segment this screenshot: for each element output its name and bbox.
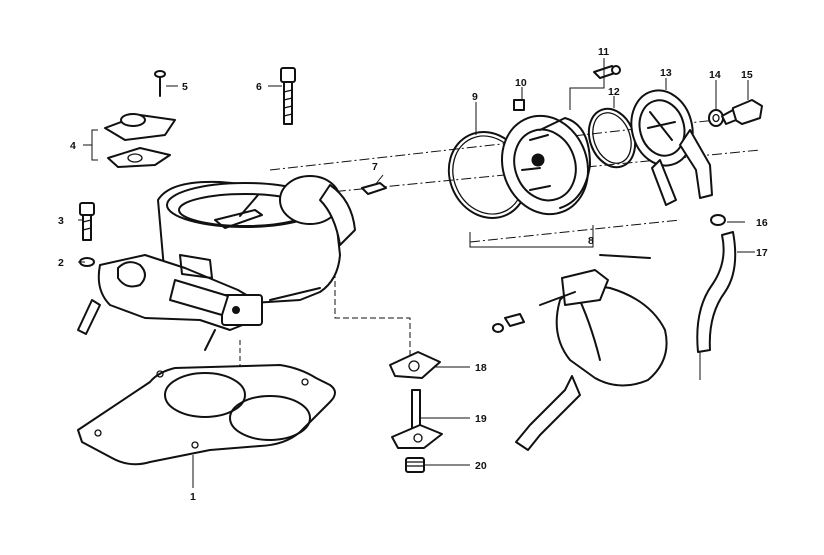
callout-11: 11 [598, 46, 609, 58]
callout-13: 13 [660, 67, 672, 79]
bolt-15-part [721, 99, 763, 125]
pump-rod-19-part [391, 389, 443, 449]
clamp-16-part [710, 214, 726, 226]
spring-20-part [405, 457, 425, 473]
washer-14-part [708, 109, 724, 127]
gasket-part [77, 364, 336, 466]
callout-3: 3 [58, 215, 64, 227]
bolt-6-part [280, 67, 296, 125]
callout-20: 20 [475, 460, 487, 472]
choke-cover-13-part [630, 89, 713, 206]
flange-18-part [389, 351, 441, 379]
carburetor-body-part [77, 175, 356, 351]
screw-5-part [154, 70, 166, 97]
choke-housing-10-part [500, 99, 591, 216]
cover-plate-part [104, 113, 176, 168]
pin-7-part [361, 182, 387, 195]
vacuum-unit-part [492, 254, 668, 451]
callout-15: 15 [741, 69, 753, 81]
callout-16: 16 [756, 217, 768, 229]
callout-1: 1 [190, 491, 196, 503]
callout-19: 19 [475, 413, 487, 425]
callout-9: 9 [472, 91, 478, 103]
callout-17: 17 [756, 247, 768, 259]
callout-labels: 1 2 3 4 5 6 7 8 9 10 11 12 13 14 15 16 1… [58, 46, 768, 503]
callout-5: 5 [182, 81, 188, 93]
hose-17-part [696, 231, 737, 353]
callout-4: 4 [70, 140, 76, 152]
callout-10: 10 [515, 77, 527, 89]
callout-18: 18 [475, 362, 487, 374]
bolt-3-part [79, 202, 95, 241]
callout-6: 6 [256, 81, 262, 93]
screw-11-part [593, 65, 621, 79]
callout-8: 8 [588, 235, 594, 247]
callout-7: 7 [372, 161, 378, 173]
callout-2: 2 [58, 257, 64, 269]
callout-12: 12 [608, 86, 620, 98]
callout-14: 14 [709, 69, 721, 81]
leader-lines [78, 58, 755, 488]
